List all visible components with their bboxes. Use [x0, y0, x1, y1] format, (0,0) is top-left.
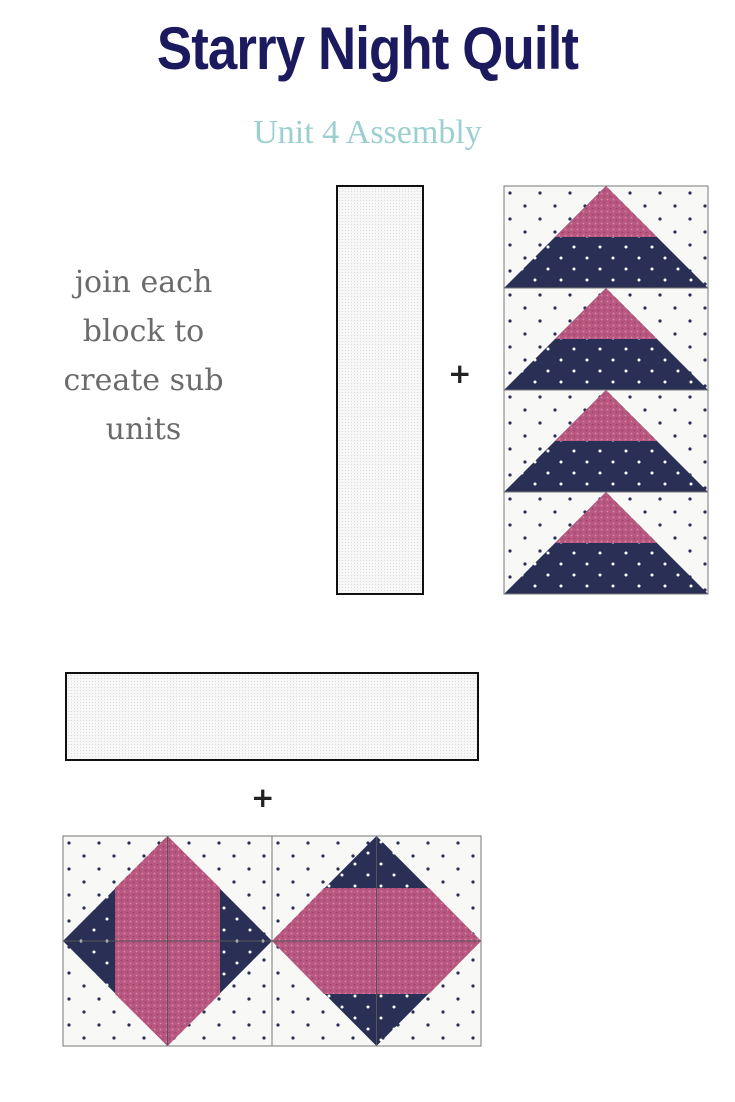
page-title: Starry Night Quilt	[156, 15, 579, 82]
plus-sign-bottom: +	[251, 781, 275, 814]
plus-sign-top: +	[448, 357, 472, 390]
flying-geese-column	[503, 185, 709, 595]
page-subtitle: Unit 4 Assembly	[253, 114, 482, 151]
diamond-block-left	[62, 835, 273, 1047]
horizontal-sashing-strip	[65, 672, 479, 761]
diamond-block-right	[271, 835, 482, 1047]
flying-goose-block-4	[503, 491, 709, 595]
flying-goose-block-1	[503, 185, 709, 289]
flying-goose-block-3	[503, 389, 709, 493]
vertical-sashing-strip	[336, 185, 424, 595]
flying-goose-block-2	[503, 287, 709, 391]
diamond-blocks-row	[62, 835, 482, 1047]
instruction-text: join each block to create sub units	[63, 265, 224, 447]
